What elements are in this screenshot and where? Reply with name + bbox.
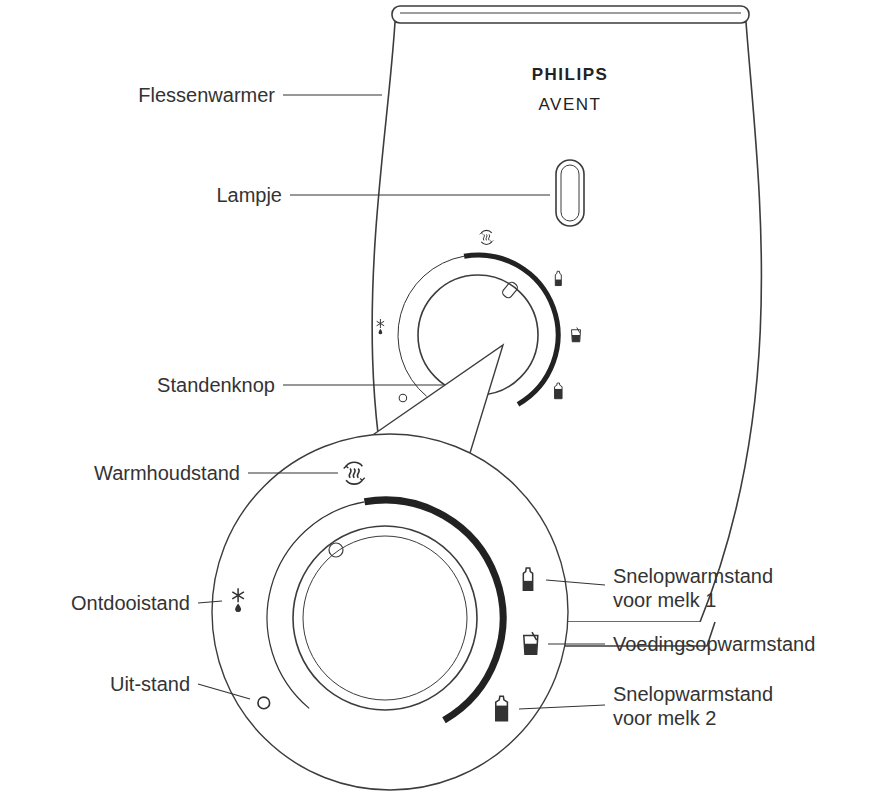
food-icon [572,328,581,342]
zoom-circle [212,434,568,790]
zoom-bottle1-icon [523,568,532,590]
zoom-knob [293,526,477,710]
brand-logo: PHILIPS [532,65,609,85]
bottle1-icon [555,271,561,285]
warm-icon [480,230,494,244]
leader-line [548,643,605,644]
mode-label: Warmhoudstand [94,461,240,485]
knob-marker [501,281,519,300]
leader-line [519,705,605,709]
zoom-food-icon [524,632,538,654]
zoom-defrost-icon [232,588,244,612]
leader-line [290,194,550,195]
brand-logo: AVENT [539,95,602,115]
leader-line [546,580,605,585]
leader-line [248,472,338,473]
zoom-off-icon [258,697,270,709]
mode-label: Snelopwarmstand voor melk 2 [613,682,793,730]
off-icon [399,394,407,402]
leader-line [283,384,443,385]
lamp-inner [561,165,579,221]
mode-label: Snelopwarmstand voor melk 1 [613,564,793,612]
mode-label: Voedingsopwarmstand [613,632,815,656]
mode-label: Uit-stand [110,672,190,696]
warmer-rim [392,6,749,23]
zoom-knob-marker [329,543,343,557]
part-label: Flessenwarmer [138,83,275,107]
rim-inner-line [400,13,741,14]
mode-label: Ontdooistand [71,591,190,615]
leader-line [283,94,382,95]
zoom-bottle2-icon [496,696,508,721]
zoom-knob-inner [303,536,467,700]
bottle2-icon [555,383,563,399]
leader-lines [198,95,605,709]
leader-line [198,684,250,699]
zoom-warm-icon [344,462,365,484]
leader-line [198,601,222,603]
indicator-lamp [556,160,584,226]
part-label: Standenknop [157,373,275,397]
part-label: Lampje [216,183,282,207]
defrost-icon [377,319,385,334]
